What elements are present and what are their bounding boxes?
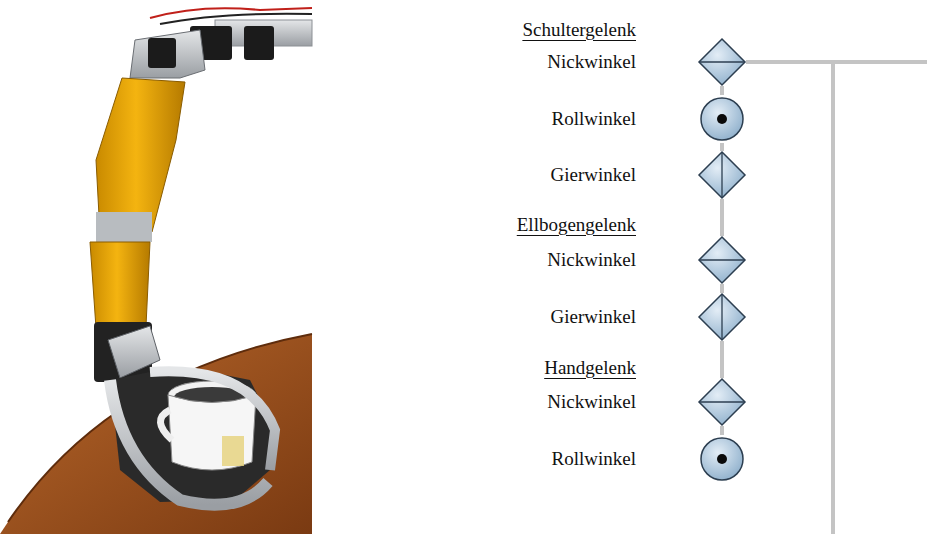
mug-sticker — [222, 436, 244, 466]
joint-symbol — [698, 236, 746, 284]
joint-axis-label: Rollwinkel — [552, 108, 636, 131]
kinematic-link — [720, 341, 724, 378]
axis-dot — [717, 454, 727, 464]
gripper-base — [110, 372, 275, 502]
kinematic-link — [720, 86, 724, 95]
joint-heading: Handgelenk — [544, 357, 636, 380]
kinematic-link — [720, 426, 724, 435]
yaw-joint-symbol — [699, 294, 745, 340]
joint-pitch: Nickwinkel — [698, 38, 746, 86]
joint-axis-label: Nickwinkel — [547, 391, 636, 414]
axis-line — [699, 259, 745, 260]
upper-arm — [96, 78, 185, 234]
frame-line — [831, 62, 835, 534]
table-edge — [8, 334, 312, 522]
joint-axis-label: Nickwinkel — [547, 51, 636, 74]
mug-body — [168, 395, 256, 470]
joint-pitch: Nickwinkel — [698, 378, 746, 426]
joint-symbol — [698, 95, 746, 143]
joint-axis-label: Gierwinkel — [551, 306, 636, 329]
kinematic-link — [720, 199, 724, 236]
kinematic-link — [720, 284, 724, 293]
joint-yaw: Gierwinkel — [698, 293, 746, 341]
yaw-joint-symbol — [699, 152, 745, 198]
joint-symbol — [698, 151, 746, 199]
servo — [244, 26, 274, 60]
mug-handle — [160, 410, 172, 440]
table — [0, 334, 312, 534]
axis-line — [721, 294, 722, 340]
joint-yaw: Gierwinkel — [698, 151, 746, 199]
cable — [160, 14, 312, 24]
gripper-finger — [110, 380, 268, 505]
joint-symbol — [698, 38, 746, 86]
roll-joint-symbol — [701, 98, 743, 140]
pitch-joint-symbol — [699, 379, 745, 425]
kinematic-link — [720, 143, 724, 151]
frame-line — [746, 60, 927, 64]
forearm — [90, 242, 150, 328]
shoulder-bracket — [130, 30, 205, 78]
axis-dot — [717, 114, 727, 124]
joint-axis-label: Rollwinkel — [552, 448, 636, 471]
axis-line — [699, 61, 745, 62]
roll-joint-symbol — [701, 438, 743, 480]
joint-axis-label: Nickwinkel — [547, 249, 636, 272]
joint-heading: Schultergelenk — [522, 19, 636, 42]
joint-symbol — [698, 435, 746, 483]
joint-roll: Rollwinkel — [698, 95, 746, 143]
servo — [148, 38, 176, 68]
axis-line — [721, 152, 722, 198]
joint-pitch: Nickwinkel — [698, 236, 746, 284]
gripper-finger — [150, 371, 275, 470]
joint-axis-label: Gierwinkel — [551, 164, 636, 187]
pitch-joint-symbol — [699, 39, 745, 85]
joint-symbol — [698, 293, 746, 341]
axis-line — [699, 401, 745, 402]
elbow-joint — [96, 212, 152, 242]
joint-roll: Rollwinkel — [698, 435, 746, 483]
pitch-joint-symbol — [699, 237, 745, 283]
joint-symbol — [698, 378, 746, 426]
joint-heading: Ellbogengelenk — [517, 214, 636, 237]
